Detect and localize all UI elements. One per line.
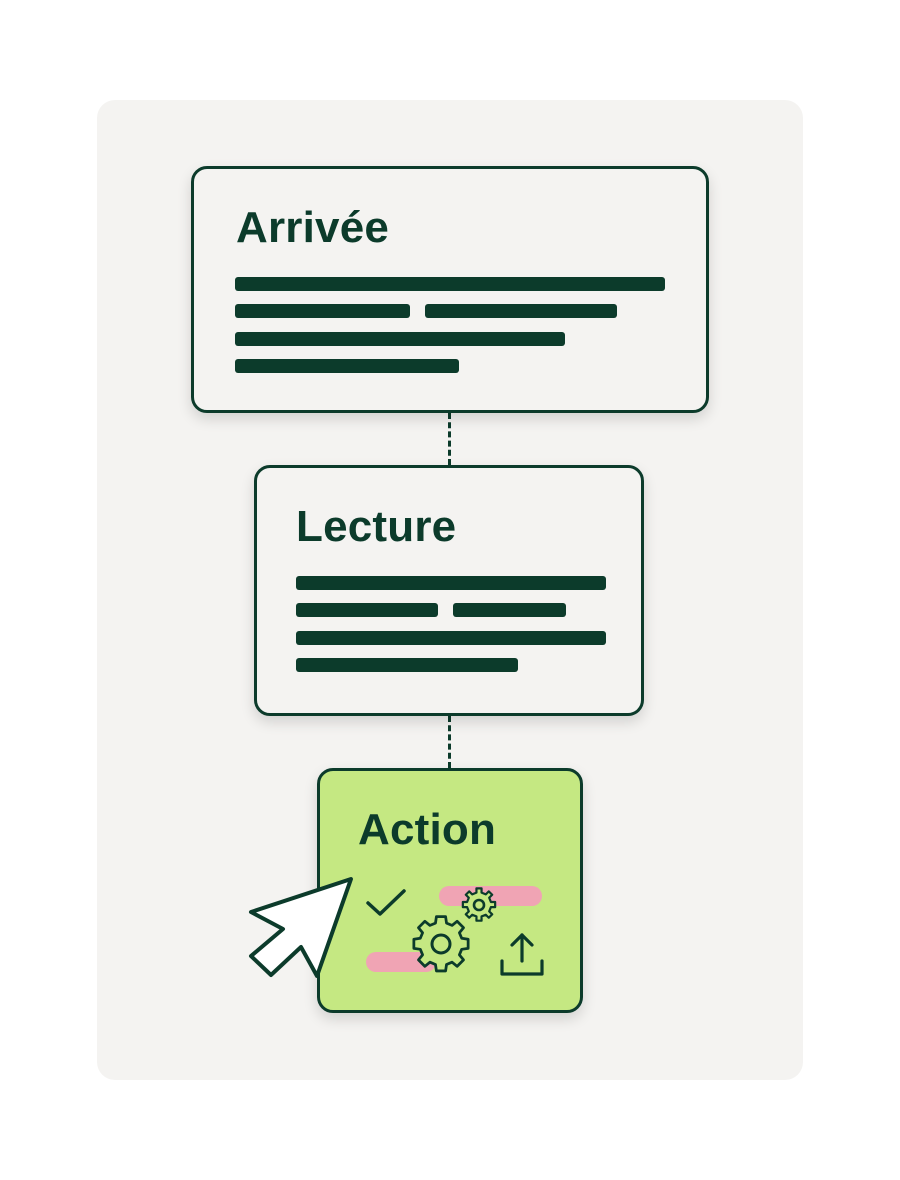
- upload-icon: [500, 933, 544, 976]
- text-placeholder-line: [235, 277, 665, 291]
- text-placeholder-line: [453, 603, 566, 617]
- card-action: Action: [317, 768, 583, 1013]
- text-placeholder-line: [235, 332, 565, 346]
- text-placeholder-line: [235, 359, 459, 373]
- text-placeholder-line: [296, 658, 518, 672]
- highlight-bar: [366, 952, 436, 972]
- text-placeholder-line: [296, 603, 438, 617]
- mouse-cursor-icon: [249, 877, 353, 978]
- connector-arrivee-lecture: [448, 413, 451, 465]
- diagram-panel: Arrivée Lecture Action: [97, 100, 803, 1080]
- card-lecture-title: Lecture: [296, 502, 457, 551]
- card-arrivee: Arrivée: [191, 166, 709, 413]
- check-icon: [366, 889, 406, 916]
- gear-icon: [412, 915, 470, 973]
- text-placeholder-line: [296, 631, 606, 645]
- text-placeholder-line: [425, 304, 617, 318]
- card-arrivee-title: Arrivée: [236, 203, 390, 252]
- connector-lecture-action: [448, 716, 451, 768]
- gear-icon: [461, 887, 497, 922]
- card-action-title: Action: [358, 805, 497, 854]
- text-placeholder-line: [296, 576, 606, 590]
- text-placeholder-line: [235, 304, 410, 318]
- card-lecture: Lecture: [254, 465, 644, 716]
